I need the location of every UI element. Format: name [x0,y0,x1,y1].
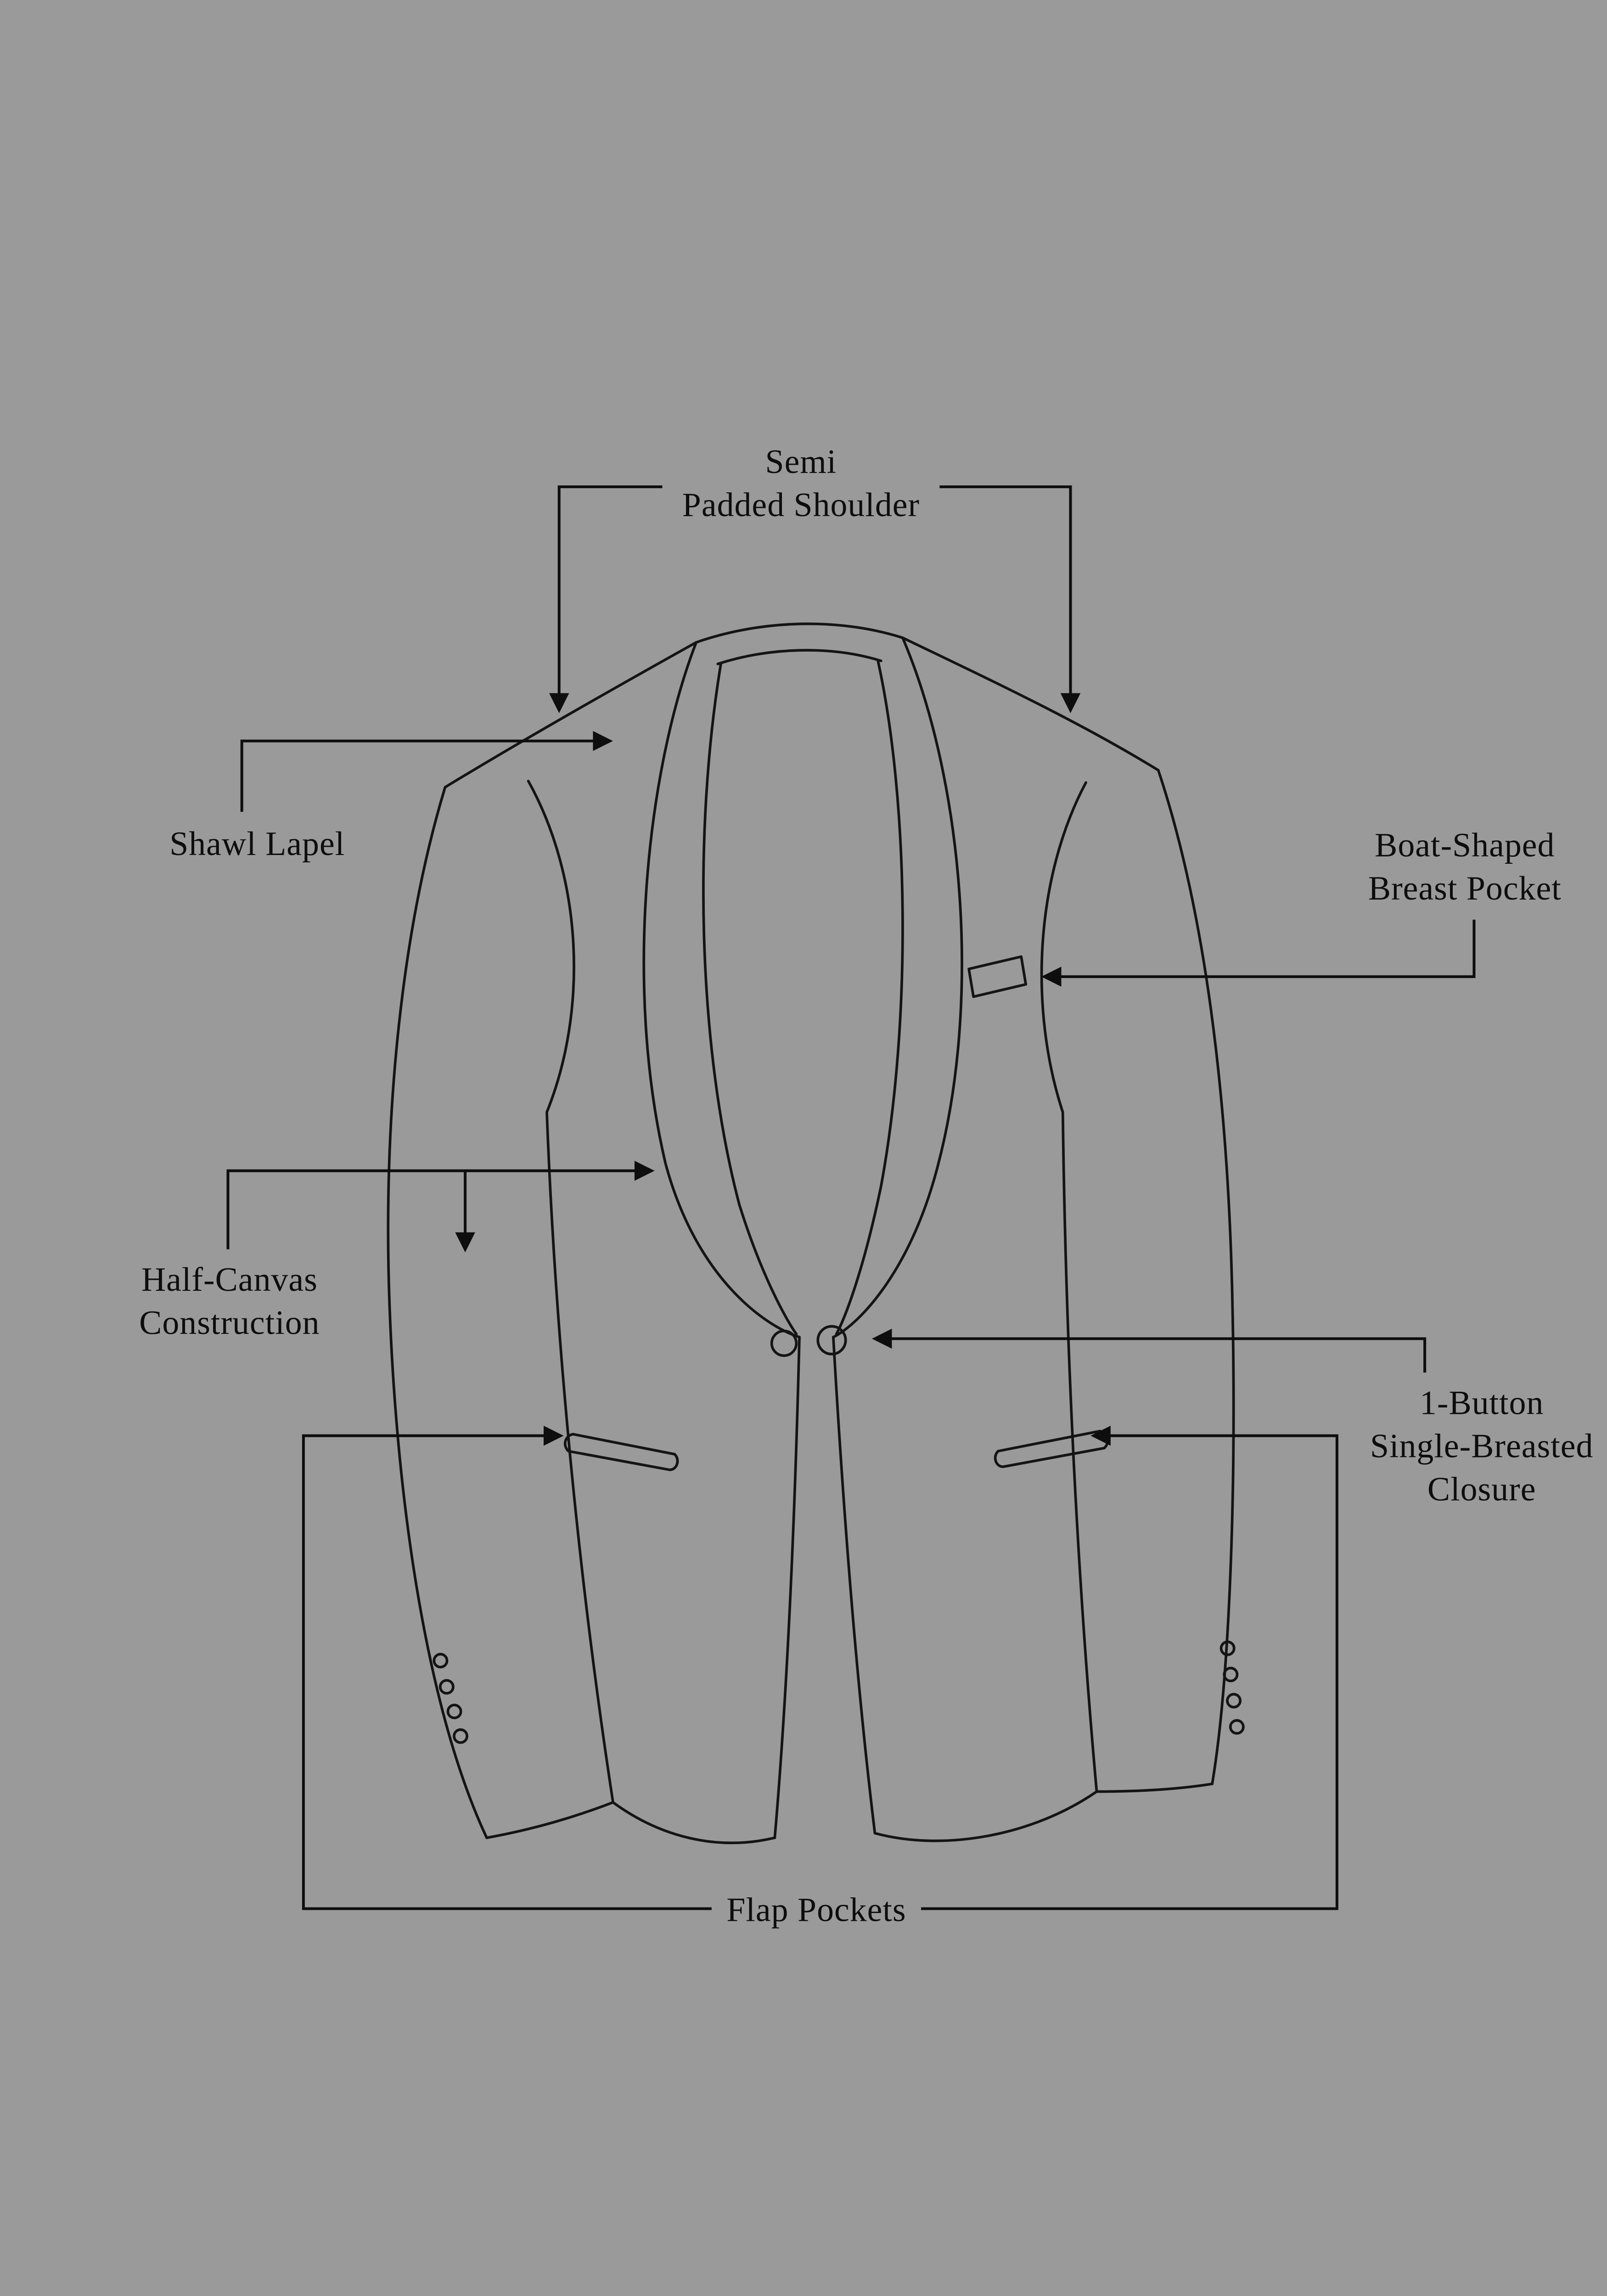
label-one-button-closure-line2: Single-Breasted [1370,1426,1594,1465]
flap-pockets-callout-left-arrow [302,1425,712,1910]
front-buttonhole [770,1329,798,1357]
label-half-canvas-construction: Half-Canvas Construction [139,1259,320,1345]
shoulder-callout-left-arrow [549,485,663,714]
left-lapel-outer [642,641,801,1339]
left-armhole [527,779,575,1114]
label-half-canvas-line1: Half-Canvas [141,1260,318,1299]
shoulder-callout-right-arrow [939,485,1081,714]
label-one-button-closure-line3: Closure [1427,1469,1536,1508]
left-hem [612,1801,776,1845]
breast-pocket-callout-arrow [1041,919,1476,987]
label-one-button-closure-line1: 1-Button [1419,1383,1544,1422]
left-shoulder-seam [444,641,698,789]
label-one-button-closure: 1-Button Single-Breasted Closure [1370,1382,1594,1511]
right-sleeve-outer [1157,769,1235,1785]
label-shawl-lapel: Shawl Lapel [169,824,345,863]
right-armhole [1040,781,1087,1114]
label-semi-padded-shoulder-line2: Padded Shoulder [682,485,920,524]
left-front-edge [773,1336,801,1840]
collar-inner-edge [716,649,882,665]
left-hip-pocket [563,1433,679,1471]
right-hem [873,1790,1098,1842]
right-sleeve-inner [1061,1111,1098,1793]
left-cuff-buttons [433,1653,468,1744]
right-lapel-outer [832,636,963,1339]
flap-pockets-callout-right-arrow [921,1425,1338,1910]
right-lapel-inner [835,659,904,1336]
left-sleeve-inner [545,1111,615,1804]
collar-top-edge [695,622,904,644]
label-semi-padded-shoulder: Semi Padded Shoulder [682,440,920,527]
half-canvas-callout-arrow [226,1160,655,1249]
label-boat-breast-pocket: Boat-Shaped Breast Pocket [1368,824,1562,911]
annotation-lines [226,485,1476,1910]
jacket-line-art [387,622,1245,1845]
right-sleeve-cuff [1095,1782,1214,1793]
closure-callout-arrow [871,1328,1427,1373]
shawl-lapel-callout-arrow [240,731,613,812]
label-half-canvas-line2: Construction [139,1303,320,1342]
right-hip-pocket [994,1429,1109,1468]
label-semi-padded-shoulder-line1: Semi [765,442,837,481]
front-button [816,1325,847,1356]
breast-pocket-welt [967,955,1028,998]
right-front-edge [832,1336,877,1835]
label-flap-pockets: Flap Pockets [726,1890,906,1929]
left-sleeve-outer [387,786,488,1840]
label-boat-breast-pocket-line2: Breast Pocket [1368,869,1562,907]
left-lapel-inner [702,663,798,1336]
right-shoulder-seam [901,636,1160,772]
right-cuff-buttons [1219,1640,1245,1735]
left-sleeve-cuff [485,1801,615,1840]
label-boat-breast-pocket-line1: Boat-Shaped [1375,826,1555,864]
